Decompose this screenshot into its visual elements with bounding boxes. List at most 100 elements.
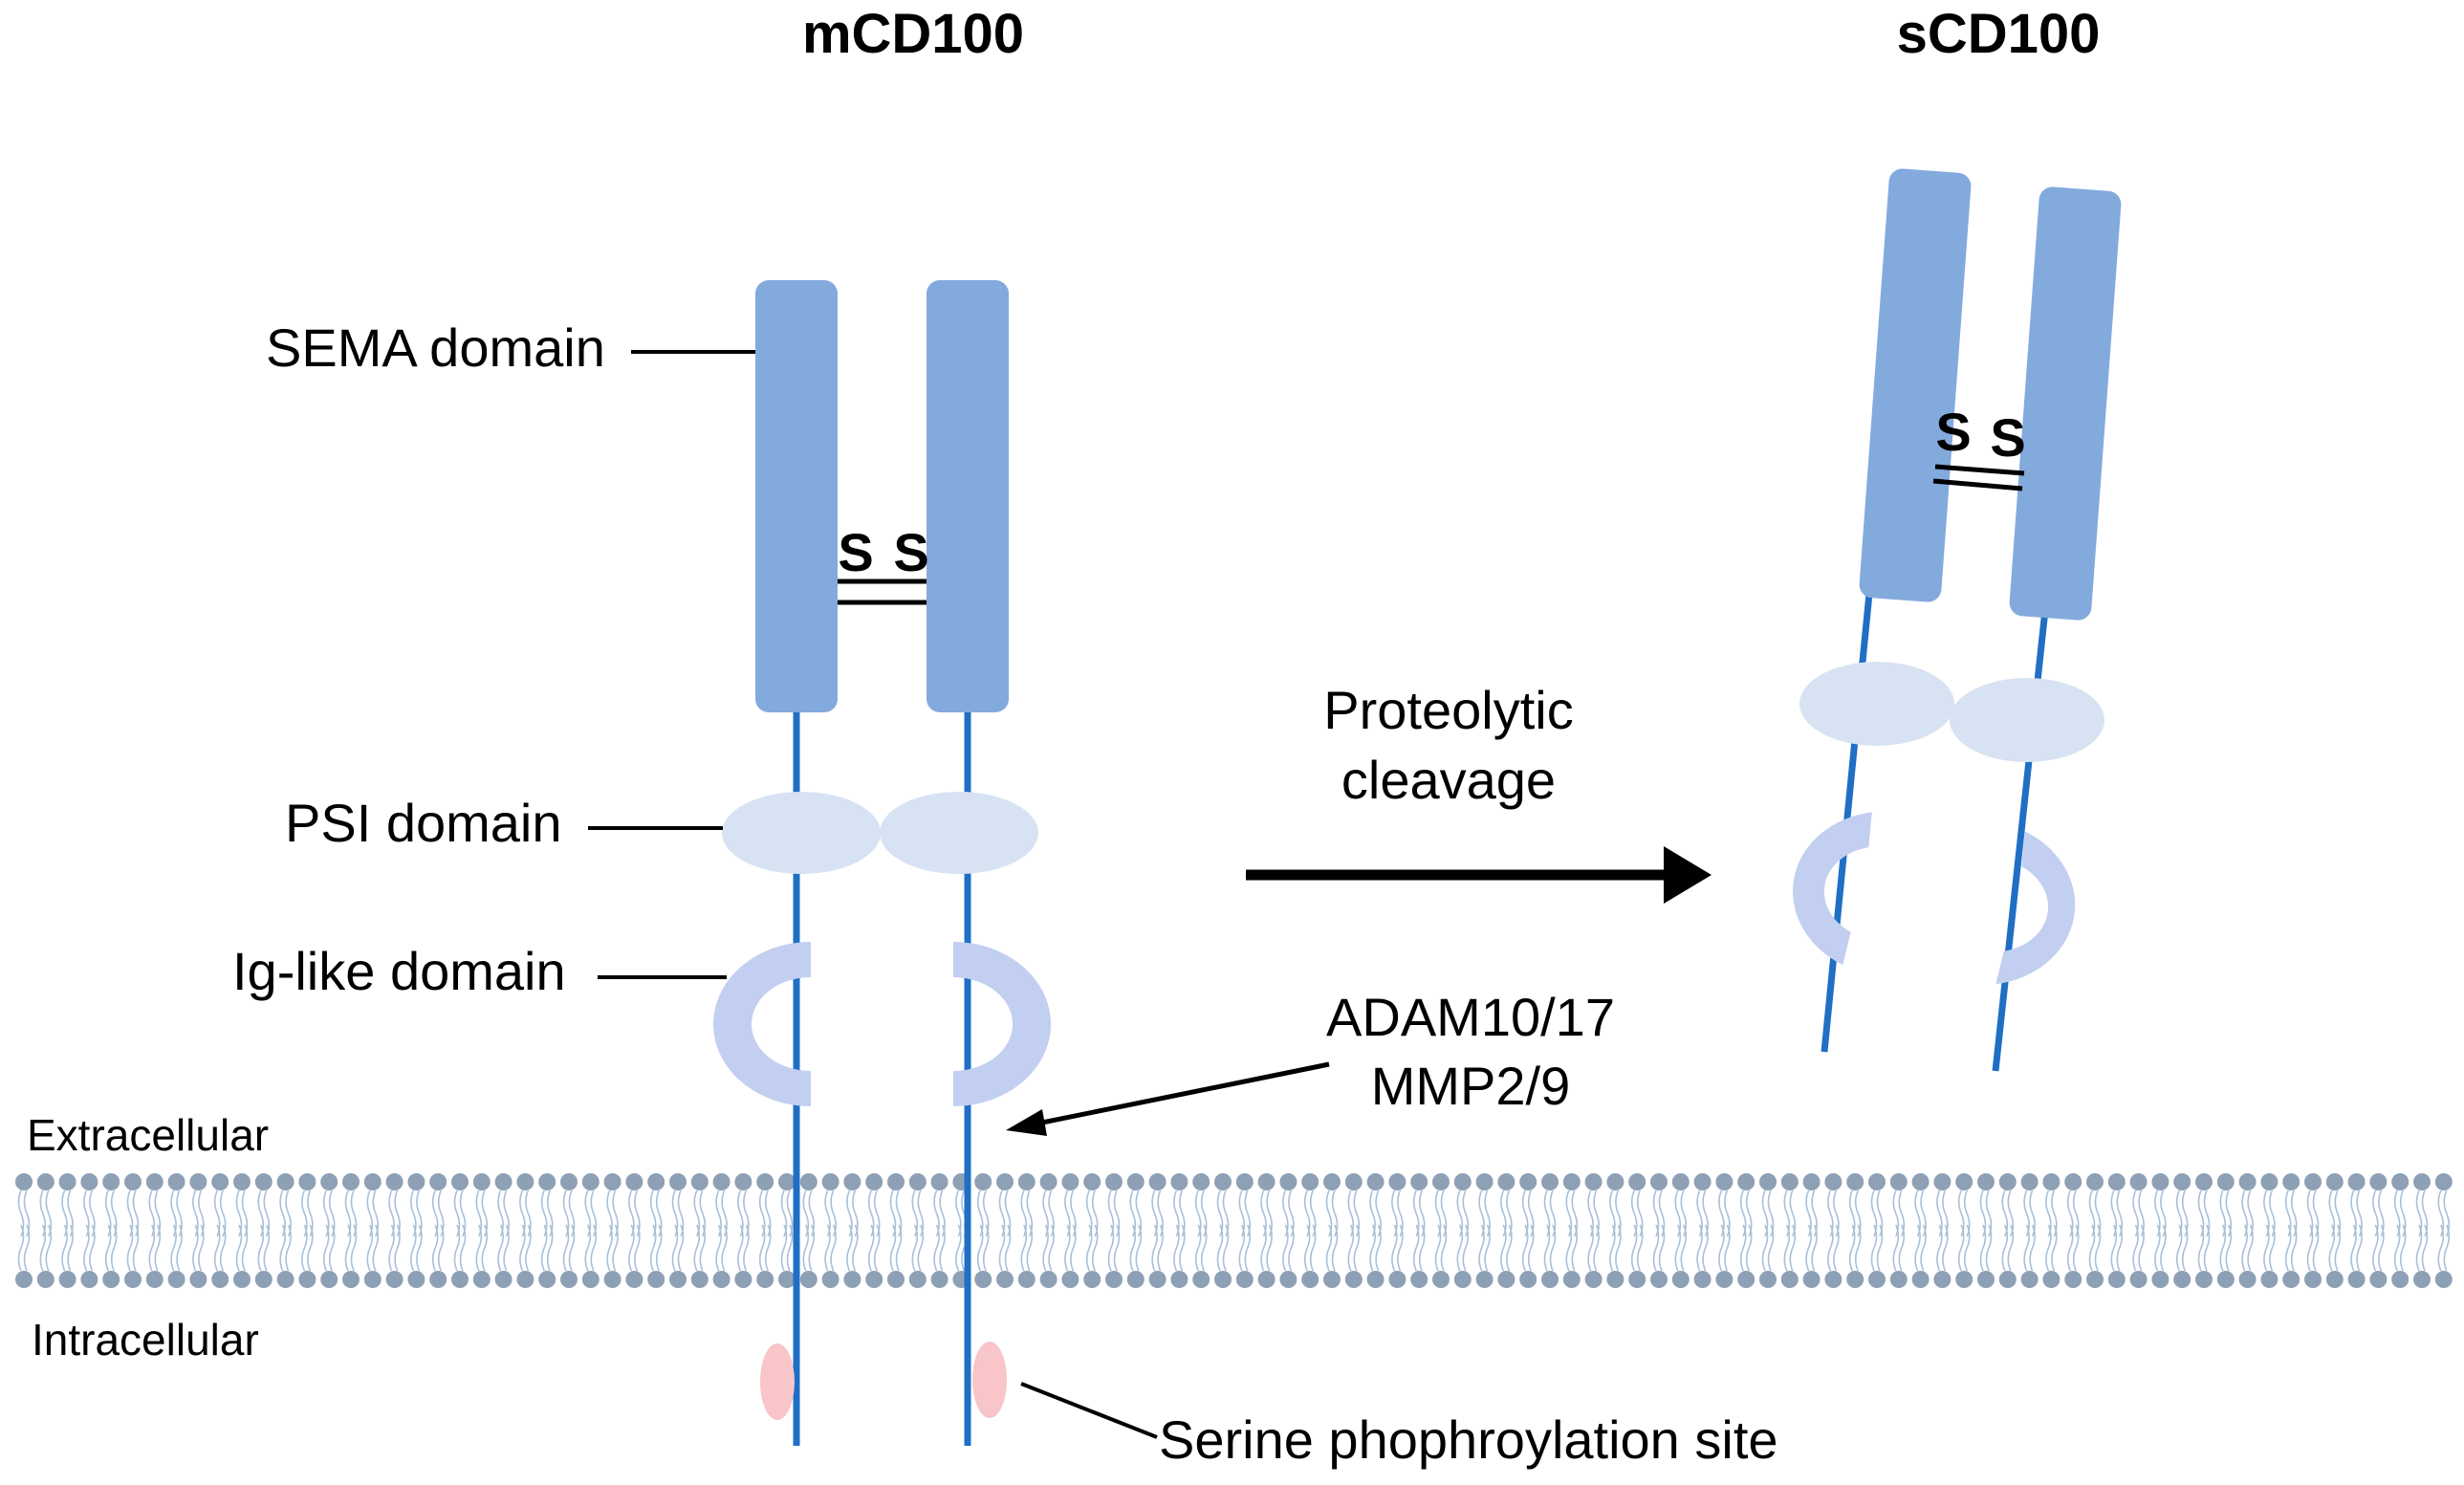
lipid-head-outer (1279, 1173, 1297, 1190)
scd100-stalk-right (1992, 582, 2052, 1072)
lipid-tails (497, 1190, 510, 1272)
lipid-head-inner (2413, 1271, 2431, 1288)
lipid-tails (279, 1190, 292, 1272)
extracellular-label: Extracellular (27, 1110, 269, 1160)
lipid-head-outer (996, 1173, 1014, 1190)
lipid-head-inner (385, 1271, 403, 1288)
lipid-head-outer (1148, 1173, 1167, 1190)
lipid-head-inner (1061, 1271, 1079, 1288)
scd100-psi-domain-right (1950, 678, 2104, 762)
lipid-head-outer (429, 1173, 447, 1190)
mcd100-sema-domain-left (755, 280, 838, 712)
lipid-tails (2175, 1190, 2189, 1272)
lipid-tails (693, 1190, 707, 1272)
lipid-tails (1805, 1190, 1818, 1272)
lipid-head-outer (1933, 1173, 1952, 1190)
lipid-bilayer (15, 1173, 2453, 1288)
lipid-head-outer (2325, 1173, 2344, 1190)
scd100-dimer: S S (1792, 168, 2122, 1072)
lipid-head-outer (1562, 1173, 1581, 1190)
lipid-head-outer (211, 1173, 229, 1190)
lipid-head-outer (1192, 1173, 1210, 1190)
lipid-head-outer (625, 1173, 643, 1190)
lipid-head-outer (1061, 1173, 1079, 1190)
lipid-head-outer (516, 1173, 534, 1190)
lipid-head-outer (581, 1173, 600, 1190)
lipid-tails (410, 1190, 423, 1272)
lipid-head-outer (1998, 1173, 2017, 1190)
lipid-head-outer (1497, 1173, 1515, 1190)
lipid-head-outer (1432, 1173, 1450, 1190)
enzyme-label-line1: ADAM10/17 (1326, 987, 1615, 1047)
lipid-tails (1020, 1190, 1034, 1272)
lipid-head-inner (1584, 1271, 1603, 1288)
lipid-head-inner (669, 1271, 687, 1288)
lipid-head-outer (80, 1173, 98, 1190)
lipid-tails (1173, 1190, 1186, 1272)
lipid-head-inner (2304, 1271, 2322, 1288)
lipid-head-inner (2129, 1271, 2148, 1288)
lipid-head-inner (407, 1271, 425, 1288)
lipid-tails (562, 1190, 576, 1272)
lipid-head-inner (1148, 1271, 1167, 1288)
lipid-head-outer (1868, 1173, 1886, 1190)
lipid-tails (606, 1190, 619, 1272)
lipid-head-inner (2238, 1271, 2257, 1288)
lipid-tails (1369, 1190, 1382, 1272)
lipid-head-outer (1301, 1173, 1319, 1190)
scd100-sulfur-left: S (1935, 402, 1971, 462)
lipid-tails (104, 1190, 118, 1272)
lipid-head-outer (1323, 1173, 1341, 1190)
scd100-sema-domain-left (1859, 168, 1972, 602)
lipid-tails (889, 1190, 903, 1272)
mcd100-ig-domain-left (713, 942, 811, 1106)
lipid-head-outer (254, 1173, 273, 1190)
lipid-head-inner (2216, 1271, 2235, 1288)
lipid-tails (519, 1190, 532, 1272)
lipid-head-outer (1584, 1173, 1603, 1190)
lipid-head-inner (342, 1271, 360, 1288)
lipid-head-outer (2260, 1173, 2279, 1190)
lipid-tails (758, 1190, 772, 1272)
lipid-head-inner (1388, 1271, 1406, 1288)
lipid-head-inner (1105, 1271, 1123, 1288)
lipid-tails (17, 1190, 31, 1272)
lipid-tails (1282, 1190, 1295, 1272)
lipid-tails (2045, 1190, 2058, 1272)
lipid-tails (2350, 1190, 2363, 1272)
lipid-tails (1085, 1190, 1099, 1272)
lipid-tails (344, 1190, 358, 1272)
lipid-head-outer (1955, 1173, 1973, 1190)
enzyme-label-line2: MMP2/9 (1371, 1056, 1571, 1116)
lipid-head-outer (320, 1173, 338, 1190)
lipid-tails (737, 1190, 750, 1272)
lipid-tails (1151, 1190, 1164, 1272)
lipid-tails (2110, 1190, 2124, 1272)
lipid-head-inner (1889, 1271, 1908, 1288)
lipid-tails (540, 1190, 554, 1272)
lipid-tails (2437, 1190, 2451, 1272)
lipid-tails (2241, 1190, 2254, 1272)
lipid-head-outer (799, 1173, 818, 1190)
lipid-head-inner (908, 1271, 927, 1288)
lipid-head-inner (560, 1271, 578, 1288)
lipid-tails (1238, 1190, 1252, 1272)
lipid-head-inner (799, 1271, 818, 1288)
phospho-site-label: Serine phophroylation site (1159, 1409, 1778, 1470)
scd100-title: sCD100 (1897, 3, 2101, 65)
lipid-head-inner (36, 1271, 55, 1288)
sema-domain-label: SEMA domain (266, 317, 605, 378)
lipid-head-inner (451, 1271, 469, 1288)
lipid-head-inner (821, 1271, 840, 1288)
lipid-tails (911, 1190, 925, 1272)
mcd100-psi-domain-right (880, 792, 1038, 874)
lipid-head-inner (472, 1271, 491, 1288)
lipid-tails (1783, 1190, 1797, 1272)
lipid-tails (1587, 1190, 1600, 1272)
lipid-head-outer (1235, 1173, 1254, 1190)
lipid-tails (83, 1190, 96, 1272)
lipid-head-inner (1933, 1271, 1952, 1288)
lipid-tails (192, 1190, 205, 1272)
lipid-tails (2023, 1190, 2036, 1272)
lipid-head-inner (1562, 1271, 1581, 1288)
